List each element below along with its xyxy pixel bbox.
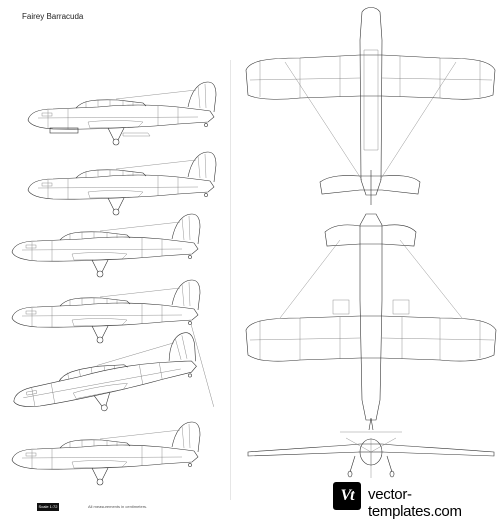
side-view-1 xyxy=(27,81,217,146)
measurement-note: All measurements in centimeters. xyxy=(88,504,148,509)
logo-text: Vt xyxy=(340,487,354,504)
side-view-3 xyxy=(11,213,201,278)
side-view-6 xyxy=(11,421,201,486)
scale-badge: Scale 1:72 xyxy=(37,503,59,511)
front-view xyxy=(247,417,495,478)
side-view-4 xyxy=(11,279,201,344)
side-view-5 xyxy=(6,324,214,427)
side-view-2 xyxy=(27,151,217,216)
torpedo-icon xyxy=(49,127,79,134)
site-name-link[interactable]: vector-templates.com xyxy=(368,486,462,520)
vt-logo-icon[interactable]: Vt xyxy=(333,482,361,510)
bottom-view xyxy=(245,213,497,421)
page-title: Fairey Barracuda xyxy=(22,12,84,21)
divider xyxy=(230,60,231,500)
top-view xyxy=(245,7,496,205)
